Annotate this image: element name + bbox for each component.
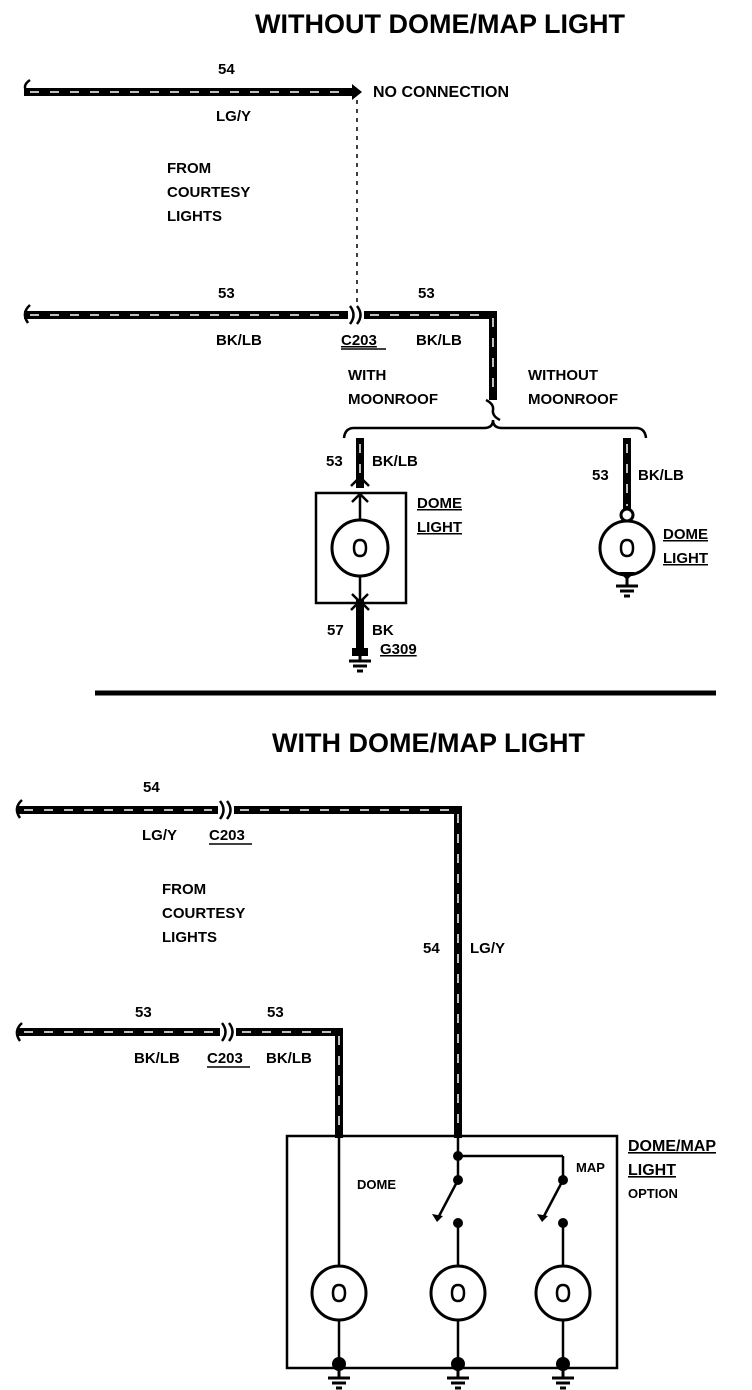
bottom-wire-53-circuit-right: 53	[267, 1004, 284, 1021]
bottom-wire-53-color-left: BK/LB	[134, 1050, 180, 1067]
top-wire-54-color: LG/Y	[216, 108, 251, 125]
bottom-center-switch-bulb	[429, 1136, 487, 1390]
bottom-option-title-1: DOME/MAP	[628, 1138, 716, 1155]
bottom-from-courtesy-2: COURTESY	[162, 905, 245, 922]
top-branch-brace	[342, 419, 648, 439]
bottom-wire-54-color: LG/Y	[142, 827, 177, 844]
bottom-connector-54: C203	[209, 827, 245, 844]
top-without-moonroof-1: WITHOUT	[528, 367, 598, 384]
bottom-vertical-54-color: LG/Y	[470, 940, 505, 957]
top-wire-53-circuit-left: 53	[218, 285, 235, 302]
top-branch-right-circuit: 53	[592, 467, 609, 484]
bottom-vertical-54-circuit: 54	[423, 940, 440, 957]
top-branch-right-color: BK/LB	[638, 467, 684, 484]
dome-map-light-box	[285, 1134, 619, 1370]
top-wire-54	[23, 78, 362, 100]
top-without-moonroof-2: MOONROOF	[528, 391, 618, 408]
bottom-connector-53: C203	[207, 1050, 243, 1067]
top-branch-left-circuit: 53	[326, 453, 343, 470]
top-branch-left-color: BK/LB	[372, 453, 418, 470]
top-wire-53-color-right: BK/LB	[416, 332, 462, 349]
top-ground-circuit: 57	[327, 622, 344, 639]
top-connector-c203: C203	[341, 332, 377, 349]
top-from-courtesy-2: COURTESY	[167, 184, 250, 201]
bottom-section-title: WITH DOME/MAP LIGHT	[272, 728, 585, 758]
top-right-branch	[598, 438, 656, 598]
bottom-from-courtesy-3: LIGHTS	[162, 929, 217, 946]
top-dome-light-right-2: LIGHT	[663, 550, 708, 567]
bottom-from-courtesy-1: FROM	[162, 881, 206, 898]
top-wire-54-circuit: 54	[218, 61, 235, 78]
top-dome-light-right-1: DOME	[663, 526, 708, 543]
top-with-moonroof-1: WITH	[348, 367, 386, 384]
top-ground-color: BK	[372, 622, 394, 639]
bottom-option-sub: OPTION	[628, 1186, 678, 1201]
top-section-title: WITHOUT DOME/MAP LIGHT	[255, 9, 625, 39]
top-no-connection: NO CONNECTION	[373, 84, 509, 101]
top-dome-light-left-1: DOME	[417, 495, 462, 512]
bottom-wire-53-color-right: BK/LB	[266, 1050, 312, 1067]
top-left-branch	[314, 438, 408, 673]
bottom-wire-53-circuit-left: 53	[135, 1004, 152, 1021]
bottom-option-title-2: LIGHT	[628, 1162, 676, 1179]
bottom-wire-53	[15, 1022, 343, 1138]
bottom-dome-bulb	[310, 1136, 368, 1390]
top-from-courtesy-3: LIGHTS	[167, 208, 222, 225]
bottom-wire-54	[15, 799, 462, 1138]
bottom-map-label: MAP	[576, 1160, 605, 1175]
top-from-courtesy-1: FROM	[167, 160, 211, 177]
top-dome-light-left-2: LIGHT	[417, 519, 462, 536]
top-with-moonroof-2: MOONROOF	[348, 391, 438, 408]
top-ground-id: G309	[380, 641, 417, 658]
bottom-dome-label: DOME	[357, 1177, 396, 1192]
top-wire-53	[23, 304, 501, 422]
top-wire-53-color-left: BK/LB	[216, 332, 262, 349]
bottom-wire-54-circuit: 54	[143, 779, 160, 796]
bottom-map-switch-bulb	[458, 1154, 592, 1390]
top-wire-53-circuit-right: 53	[418, 285, 435, 302]
